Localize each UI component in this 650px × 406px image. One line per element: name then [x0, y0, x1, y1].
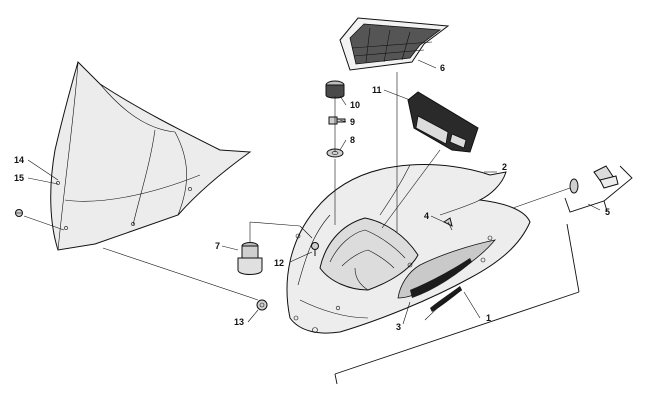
hood-nut — [256, 299, 268, 311]
accessory-plug — [569, 165, 619, 194]
callout-12: 12 — [274, 258, 284, 268]
callout-1: 1 — [486, 313, 491, 323]
gauge-housing — [407, 91, 479, 153]
callout-6: 6 — [440, 63, 445, 73]
hood-bracket-line-left — [334, 373, 338, 385]
ignition-cap — [325, 80, 345, 99]
callout-8: 8 — [350, 135, 355, 145]
callout-15: 15 — [14, 173, 24, 183]
handwarmer-switch — [237, 242, 263, 275]
callout-7: 7 — [215, 241, 220, 251]
accessory-bracket — [564, 197, 608, 213]
callout-2: 2 — [502, 162, 507, 172]
accessory-bracket-top — [603, 165, 633, 202]
callout-4: 4 — [424, 211, 429, 221]
windshield — [50, 61, 252, 251]
callout-5: 5 — [605, 207, 610, 217]
callout-labels: 1 2 3 4 5 6 7 8 9 10 11 12 13 14 15 — [14, 63, 610, 332]
assembly-lines — [23, 72, 571, 301]
callout-13: 13 — [234, 317, 244, 327]
decal-screw — [443, 217, 453, 231]
hood-bracket-line-right — [566, 223, 580, 293]
hood-bracket-line-bottom — [334, 291, 580, 375]
hood-screw — [311, 242, 319, 256]
hood-assembly — [286, 164, 531, 334]
callout-3: 3 — [396, 322, 401, 332]
ignition-key — [328, 116, 346, 125]
callout-9: 9 — [350, 117, 355, 127]
callout-leaders — [27, 59, 601, 325]
callout-10: 10 — [350, 100, 360, 110]
callout-11: 11 — [372, 85, 382, 95]
callout-14: 14 — [14, 155, 24, 165]
windshield-screw — [15, 209, 23, 217]
air-intake-grille — [339, 17, 450, 71]
